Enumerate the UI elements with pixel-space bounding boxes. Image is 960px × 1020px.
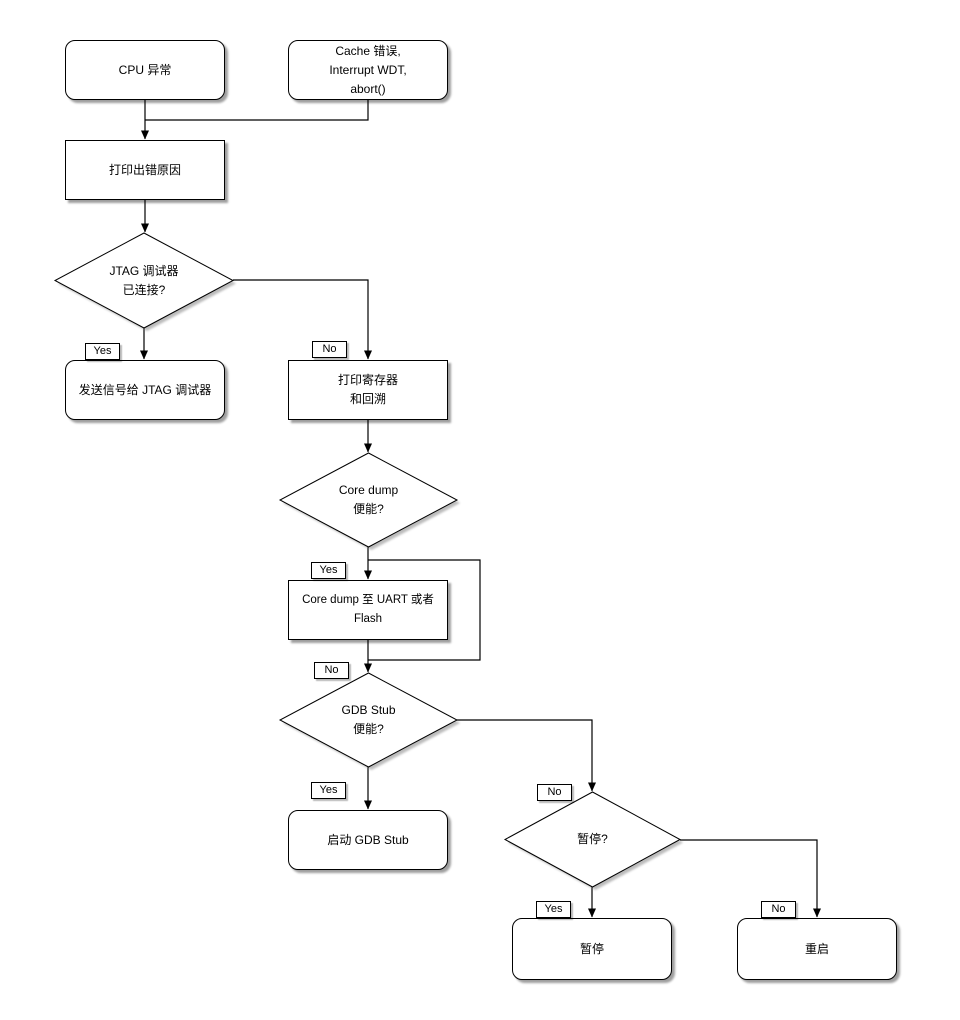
edge-label-yes-halt: Yes <box>536 901 571 918</box>
edge-coredump-bypass <box>368 559 481 661</box>
edge-jtag-no <box>233 279 372 360</box>
node-jtag-connected <box>53 232 235 329</box>
edge-label-no-halt: No <box>761 901 796 918</box>
node-label-send-signal-jtag: 发送信号给 JTAG 调试器 <box>78 382 212 397</box>
node-reboot: 重启 <box>737 918 897 980</box>
node-halt-question <box>503 791 682 888</box>
node-label-coredump-enabled: Core dump 便能? <box>338 483 399 516</box>
edge-halt-no <box>680 839 821 918</box>
edge-gdb-no <box>457 719 596 792</box>
node-label-start-gdbstub: 启动 GDB Stub <box>327 832 409 847</box>
node-label-halt: 暂停 <box>579 941 604 956</box>
edge-label-no-jtag: No <box>312 341 347 358</box>
node-coredump-enabled <box>278 452 459 548</box>
node-send-signal-jtag: 发送信号给 JTAG 调试器 <box>65 360 225 420</box>
node-cpu-exception: CPU 异常 <box>65 40 225 100</box>
node-cache-error: Cache 错误, Interrupt WDT, abort() <box>288 40 448 100</box>
edge-label-yes-jtag: Yes <box>85 343 120 360</box>
node-label-gdbstub-enabled: GDB Stub 便能? <box>341 703 396 736</box>
edge-label-yes-gdb: Yes <box>311 782 346 799</box>
node-label-cpu-exception: CPU 异常 <box>118 62 172 77</box>
node-label-jtag-connected: JTAG 调试器 已连接? <box>109 263 179 297</box>
node-print-registers: 打印寄存器 和回溯 <box>288 360 448 420</box>
node-label-reboot: 重启 <box>804 941 829 956</box>
node-print-error-reason: 打印出错原因 <box>65 140 225 200</box>
node-label-print-error-reason: 打印出错原因 <box>108 162 181 177</box>
edge-label-yes-coredump: Yes <box>311 562 346 579</box>
node-coredump-uart-flash: Core dump 至 UART 或者 Flash <box>288 580 448 640</box>
node-gdbstub-enabled <box>278 672 459 768</box>
edge-label-no-gdb: No <box>537 784 572 801</box>
node-start-gdbstub: 启动 GDB Stub <box>288 810 448 870</box>
node-label-cache-error: Cache 错误, Interrupt WDT, abort() <box>329 43 407 96</box>
node-label-print-registers: 打印寄存器 和回溯 <box>337 373 398 406</box>
edge-cache-merge <box>145 100 369 121</box>
edge-label-no-coredump: No <box>314 662 349 679</box>
node-halt: 暂停 <box>512 918 672 980</box>
node-label-halt-question: 暂停? <box>577 832 608 846</box>
node-label-coredump-uart-flash: Core dump 至 UART 或者 Flash <box>302 594 434 625</box>
